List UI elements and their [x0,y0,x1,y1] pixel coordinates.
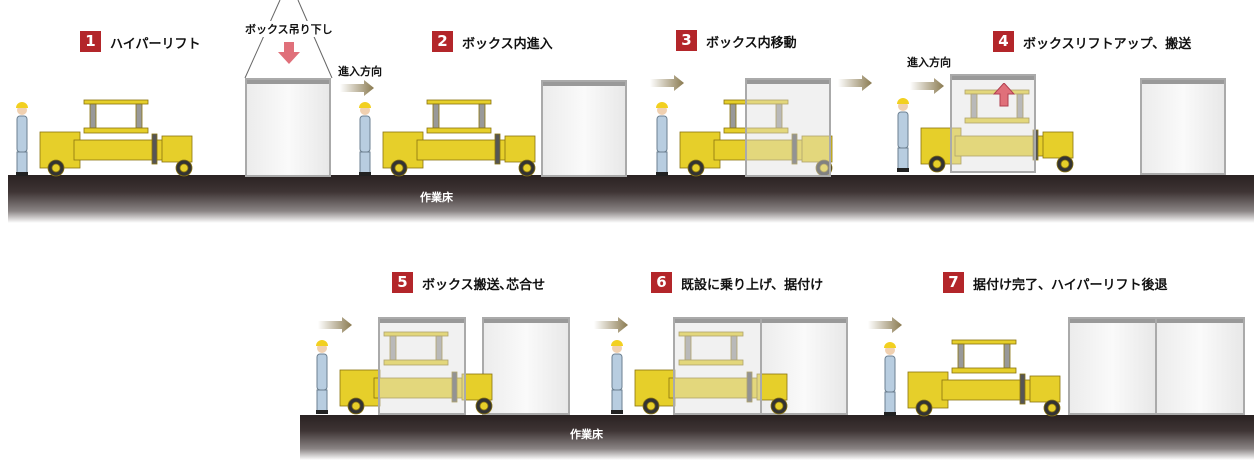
hyperlift-vehicle [880,332,1080,422]
step-badge: 4 [993,31,1014,52]
work-floor-bottom [300,415,1254,460]
direction-arrow-icon [340,80,374,96]
box-culvert-installed [1068,317,1157,415]
worker-figure [359,102,371,176]
crane-slings [244,0,333,79]
vehicle-body [679,99,833,177]
floor-label: 作業床 [420,191,453,204]
step-badge: 5 [392,272,413,293]
vehicle-body [907,339,1061,417]
direction-arrow-icon [838,75,872,91]
vehicle-body [634,331,788,415]
lift-up-arrow-icon [993,83,1015,107]
direction-arrow-icon [868,317,902,333]
box-culvert-installed [1155,317,1245,415]
step-title: ボックス内移動 [706,36,797,51]
worker-figure [16,102,28,176]
box-lowering-label: ボックス吊り下し [245,21,333,37]
hyperlift-vehicle [893,88,1093,178]
hyperlift-vehicle [652,92,852,182]
box-culvert [745,78,831,177]
direction-label: 進入方向 [338,65,382,78]
vehicle-body [339,331,493,415]
hyperlift-vehicle [12,92,212,182]
step-title: ボックスリフトアップ、搬送 [1023,37,1192,52]
hyperlift-vehicle [312,330,512,420]
down-arrow-icon [278,42,300,64]
direction-arrow-icon [650,75,684,91]
work-floor-top [8,175,1254,223]
hyperlift-vehicle [607,330,807,420]
box-culvert [541,80,627,177]
step-badge: 1 [80,31,101,52]
box-culvert [1140,78,1226,175]
step-title: ボックス搬送､芯合せ [422,278,546,293]
hyperlift-vehicle [355,92,555,182]
direction-label: 進入方向 [907,56,951,69]
vehicle-body [920,89,1074,173]
step-title: 据付け完了、ハイパーリフト後退 [973,278,1168,293]
vehicle-body [39,99,193,177]
direction-arrow-icon [594,317,628,333]
box-culvert [482,317,570,415]
box-culvert-lifted [378,317,466,415]
step-badge: 3 [676,30,697,51]
box-culvert-lifted [673,317,762,415]
step-title: ボックス内進入 [462,37,553,52]
step-badge: 6 [651,272,672,293]
box-culvert [245,78,331,177]
vehicle-body [382,99,536,177]
worker-figure [897,98,909,172]
box-culvert-lifted [950,74,1036,173]
direction-arrow-icon [318,317,352,333]
worker-figure [611,340,623,414]
step-badge: 2 [432,31,453,52]
step-title: ハイパーリフト [110,37,201,52]
worker-figure [316,340,328,414]
floor-label: 作業床 [570,428,603,441]
worker-figure [656,102,668,176]
step-badge: 7 [943,272,964,293]
worker-figure [884,342,896,416]
step-title: 既設に乗り上げ、据付け [681,278,824,293]
direction-arrow-icon [910,78,944,94]
